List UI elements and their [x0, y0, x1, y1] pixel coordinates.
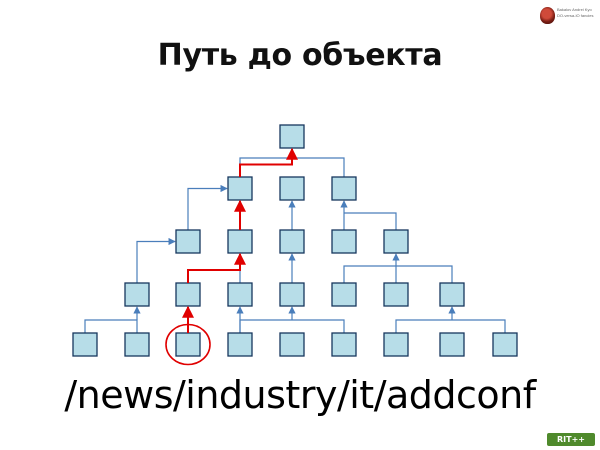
- tree-node: [175, 282, 201, 307]
- author-logo-icon: [540, 7, 555, 24]
- event-logo-text: RIT++: [557, 435, 585, 444]
- tree-node: [331, 282, 357, 307]
- tree-edge: [395, 319, 506, 333]
- tree-node: [227, 176, 253, 201]
- author-badge: Bakalov Andrei Kyo DO-versa-IO fancies: [540, 5, 596, 27]
- author-badge-line: Bakalov Andrei Kyo: [557, 7, 592, 12]
- tree-edge: [344, 212, 397, 230]
- tree-node: [331, 229, 357, 254]
- tree-node: [227, 282, 253, 307]
- author-badge-text: Bakalov Andrei Kyo DO-versa-IO fancies: [557, 7, 597, 19]
- tree-edge: [239, 319, 345, 333]
- tree-node: [175, 229, 201, 254]
- highlight-path-segment: [187, 252, 246, 283]
- tree-node: [383, 282, 409, 307]
- tree-node: [279, 332, 305, 357]
- tree-edge: [84, 319, 138, 333]
- author-badge-line: DO-versa-IO fancies: [557, 13, 594, 18]
- tree-node: [227, 332, 253, 357]
- tree-node: [492, 332, 518, 357]
- tree-node: [175, 332, 201, 357]
- highlight-path-segment: [239, 147, 298, 177]
- tree-node: [279, 282, 305, 307]
- tree-node: [383, 332, 409, 357]
- tree-node: [279, 124, 305, 149]
- tree-node: [439, 282, 465, 307]
- tree-node: [331, 332, 357, 357]
- tree-node: [227, 229, 253, 254]
- target-node-circle: [165, 323, 211, 366]
- tree-edge: [136, 237, 176, 283]
- tree-node: [331, 176, 357, 201]
- slide-title: Путь до объекта: [157, 38, 443, 73]
- tree-node: [279, 229, 305, 254]
- tree-edge: [187, 184, 228, 230]
- tree-edge: [343, 265, 453, 283]
- tree-node: [72, 332, 98, 357]
- nodes-layer: [72, 124, 518, 357]
- tree-node: [124, 332, 150, 357]
- tree-node: [124, 282, 150, 307]
- tree-node: [279, 176, 305, 201]
- tree-node: [383, 229, 409, 254]
- tree-node: [439, 332, 465, 357]
- object-path: /news/industry/it/addconf: [64, 373, 536, 417]
- event-logo: RIT++: [547, 433, 595, 446]
- overlay-layer: [165, 147, 298, 366]
